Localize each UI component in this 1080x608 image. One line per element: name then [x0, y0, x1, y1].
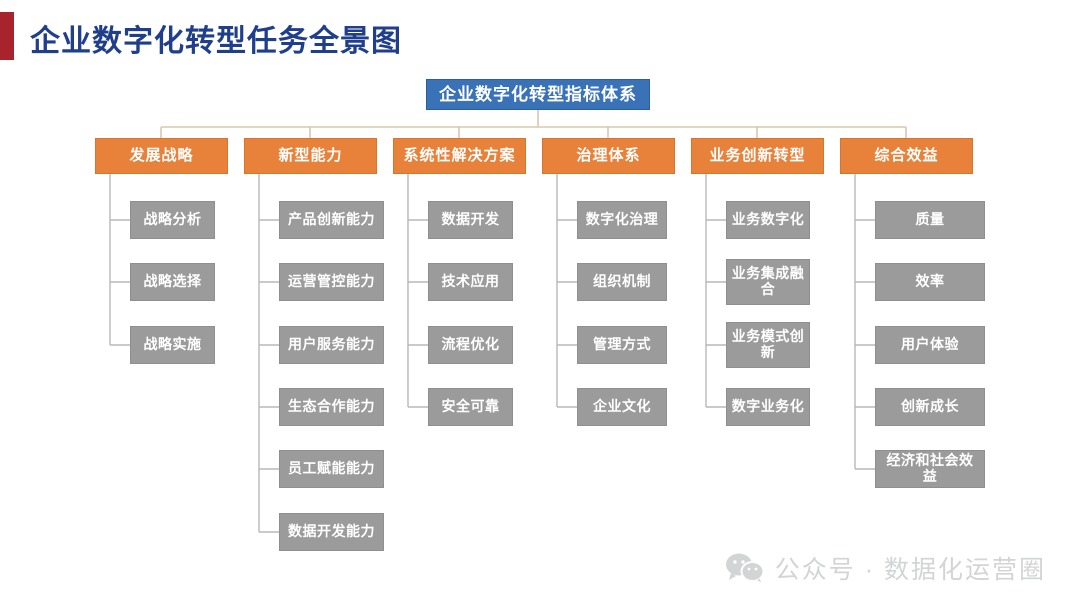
node-leaf[interactable]: 业务模式创新	[726, 322, 810, 368]
node-category-business-innovation[interactable]: 业务创新转型	[691, 138, 824, 174]
node-category-development-strategy[interactable]: 发展战略	[95, 138, 228, 174]
node-category-new-capability[interactable]: 新型能力	[244, 138, 377, 174]
node-category-systematic-solution[interactable]: 系统性解决方案	[393, 138, 526, 174]
node-leaf[interactable]: 运营管控能力	[279, 263, 384, 301]
node-leaf[interactable]: 生态合作能力	[279, 388, 384, 426]
node-category-comprehensive-benefit[interactable]: 综合效益	[840, 138, 973, 174]
node-leaf[interactable]: 业务数字化	[726, 201, 810, 239]
watermark-text: 公众号 · 数据化运营圈	[774, 556, 1046, 584]
node-leaf[interactable]: 战略选择	[130, 263, 215, 301]
node-leaf[interactable]: 流程优化	[428, 326, 513, 364]
node-leaf[interactable]: 用户服务能力	[279, 326, 384, 364]
node-leaf[interactable]: 企业文化	[577, 388, 667, 426]
node-leaf[interactable]: 组织机制	[577, 263, 667, 301]
node-leaf[interactable]: 效率	[875, 263, 985, 301]
wechat-icon	[725, 553, 765, 584]
node-root[interactable]: 企业数字化转型指标体系	[426, 79, 650, 110]
node-leaf[interactable]: 经济和社会效益	[875, 450, 985, 488]
node-leaf[interactable]: 数字业务化	[726, 388, 810, 426]
node-category-governance-system[interactable]: 治理体系	[542, 138, 675, 174]
node-leaf[interactable]: 数字化治理	[577, 201, 667, 239]
page-title: 企业数字化转型任务全景图	[30, 25, 402, 58]
node-leaf[interactable]: 安全可靠	[428, 388, 513, 426]
node-leaf[interactable]: 管理方式	[577, 326, 667, 364]
node-leaf[interactable]: 技术应用	[428, 263, 513, 301]
title-accent-bar	[0, 12, 14, 60]
node-leaf[interactable]: 数据开发	[428, 201, 513, 239]
node-leaf[interactable]: 质量	[875, 201, 985, 239]
node-leaf[interactable]: 用户体验	[875, 326, 985, 364]
node-leaf[interactable]: 创新成长	[875, 388, 985, 426]
node-leaf[interactable]: 数据开发能力	[279, 513, 384, 551]
watermark: 公众号 · 数据化运营圈	[725, 550, 1046, 586]
node-leaf[interactable]: 业务集成融合	[726, 259, 810, 305]
node-leaf[interactable]: 战略实施	[130, 326, 215, 364]
node-leaf[interactable]: 产品创新能力	[279, 201, 384, 239]
node-leaf[interactable]: 战略分析	[130, 201, 215, 239]
node-leaf[interactable]: 员工赋能能力	[279, 450, 384, 488]
